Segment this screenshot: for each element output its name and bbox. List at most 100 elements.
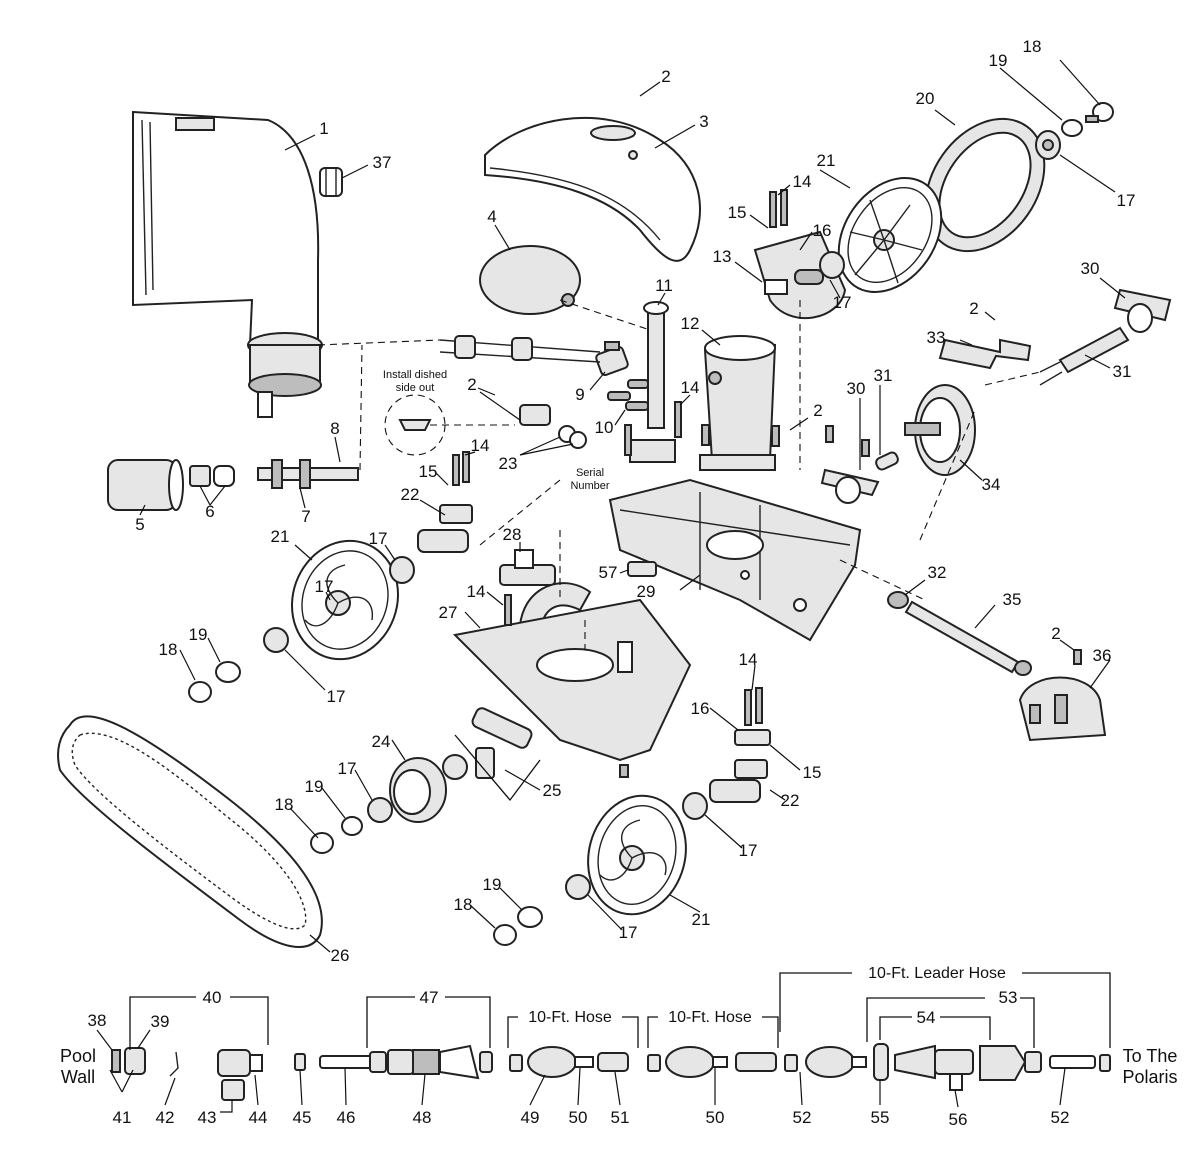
callout-17: 17 [619, 923, 638, 942]
to-polaris-line2: Polaris [1122, 1067, 1177, 1087]
part-2-screws-mid [701, 424, 870, 457]
callout-1: 1 [319, 119, 328, 138]
part-14-bolts-left [452, 451, 470, 486]
part-16-side-plate [753, 230, 847, 319]
part-35-axle [904, 600, 1032, 676]
callout-2: 2 [467, 375, 476, 394]
callout-40: 40 [203, 988, 222, 1007]
part-57-clip [627, 561, 657, 577]
part-5-filter [107, 459, 184, 511]
part-19-washer-bottom [517, 906, 543, 928]
callout-17: 17 [315, 577, 334, 596]
callout-19: 19 [189, 625, 208, 644]
side-labels: Pool Wall To The Polaris [60, 1046, 1178, 1087]
callout-50: 50 [706, 1108, 725, 1127]
part-34-drive-gear [904, 384, 976, 476]
callout-33: 33 [927, 328, 946, 347]
callout-18: 18 [159, 640, 178, 659]
part-18-screw-gear [310, 832, 334, 854]
callout-18: 18 [1023, 37, 1042, 56]
callout-20: 20 [916, 89, 935, 108]
callout-17: 17 [327, 687, 346, 706]
part-20-tire [924, 117, 1046, 253]
callout-17: 17 [1117, 191, 1136, 210]
callout-42: 42 [156, 1108, 175, 1127]
notes: Install dished side out Serial Number [383, 369, 610, 492]
part-31-pin-lower [875, 451, 899, 471]
callout-57: 57 [599, 563, 618, 582]
part-36-bearing-block [1018, 649, 1107, 742]
part-17-bearing-bottom [565, 874, 591, 900]
callout-leaders [139, 59, 1126, 953]
callout-44: 44 [249, 1108, 268, 1127]
callout-47: 47 [420, 988, 439, 1007]
callout-22: 22 [781, 791, 800, 810]
callout-27: 27 [439, 603, 458, 622]
part-17-bearing-gear [367, 797, 393, 823]
part-30-bracket-upper [1113, 288, 1172, 333]
callout-17: 17 [833, 293, 852, 312]
callout-21: 21 [692, 910, 711, 929]
callout-14: 14 [681, 378, 700, 397]
callout-32: 32 [928, 563, 947, 582]
callout-14: 14 [467, 582, 486, 601]
part-14-bolts-right [744, 687, 763, 726]
callout-10: 10 [595, 418, 614, 437]
callout-35: 35 [1003, 590, 1022, 609]
callout-4: 4 [487, 207, 496, 226]
callout-15: 15 [803, 763, 822, 782]
callout-numbers: 1 37 2 3 4 18 19 20 21 17 14 15 16 13 17… [88, 37, 1136, 1129]
callout-34: 34 [982, 475, 1001, 494]
callout-14: 14 [471, 436, 490, 455]
part-29-chassis [608, 478, 862, 642]
part-21-left-wheel [291, 539, 399, 661]
callout-52: 52 [793, 1108, 812, 1127]
part-17-bearing-right [682, 792, 708, 820]
callout-2: 2 [661, 67, 670, 86]
leader-hose-label: 10-Ft. Leader Hose [868, 965, 1006, 982]
part-18-screw-top [1085, 102, 1114, 123]
callout-15: 15 [728, 203, 747, 222]
callout-5: 5 [135, 515, 144, 534]
callout-9: 9 [575, 385, 584, 404]
part-11-riser [629, 301, 676, 463]
part-17-bearing-top [1035, 130, 1061, 160]
callout-29: 29 [637, 582, 656, 601]
part-19-washer-gear [341, 816, 363, 836]
part-33-plate [938, 338, 1032, 370]
callout-13: 13 [713, 247, 732, 266]
callout-31: 31 [874, 366, 893, 385]
callout-18: 18 [454, 895, 473, 914]
part-27-bottom-tray [452, 598, 692, 762]
callout-51: 51 [611, 1108, 630, 1127]
hose-feed-assembly [439, 335, 601, 363]
callout-21: 21 [817, 151, 836, 170]
callout-21: 21 [271, 527, 290, 546]
part-31-axle-upper [1039, 326, 1130, 386]
part-1-bag-housing [132, 110, 323, 418]
callout-28: 28 [503, 525, 522, 544]
callout-18: 18 [275, 795, 294, 814]
callout-53: 53 [999, 988, 1018, 1007]
callout-48: 48 [413, 1108, 432, 1127]
callout-17: 17 [338, 759, 357, 778]
callout-2: 2 [969, 299, 978, 318]
callout-17: 17 [739, 841, 758, 860]
callout-26: 26 [331, 946, 350, 965]
hose-labels: 10-Ft. Hose 10-Ft. Hose 10-Ft. Leader Ho… [528, 965, 1006, 1026]
part-18-screw-bottom [493, 924, 517, 946]
part-7-shaft [257, 459, 359, 489]
part-22-mount-left [417, 504, 473, 553]
callout-38: 38 [88, 1011, 107, 1030]
part-37-clip [319, 167, 343, 197]
part-18-screw-left [188, 681, 212, 703]
part-21-right-wheel [587, 794, 687, 916]
callout-15: 15 [419, 462, 438, 481]
bottom-leaders [96, 1029, 1066, 1108]
part-14-bolts-tray [504, 594, 629, 778]
callout-49: 49 [521, 1108, 540, 1127]
callout-31: 31 [1113, 362, 1132, 381]
callout-2: 2 [1051, 624, 1060, 643]
install-note-line1: Install dished [383, 369, 447, 381]
